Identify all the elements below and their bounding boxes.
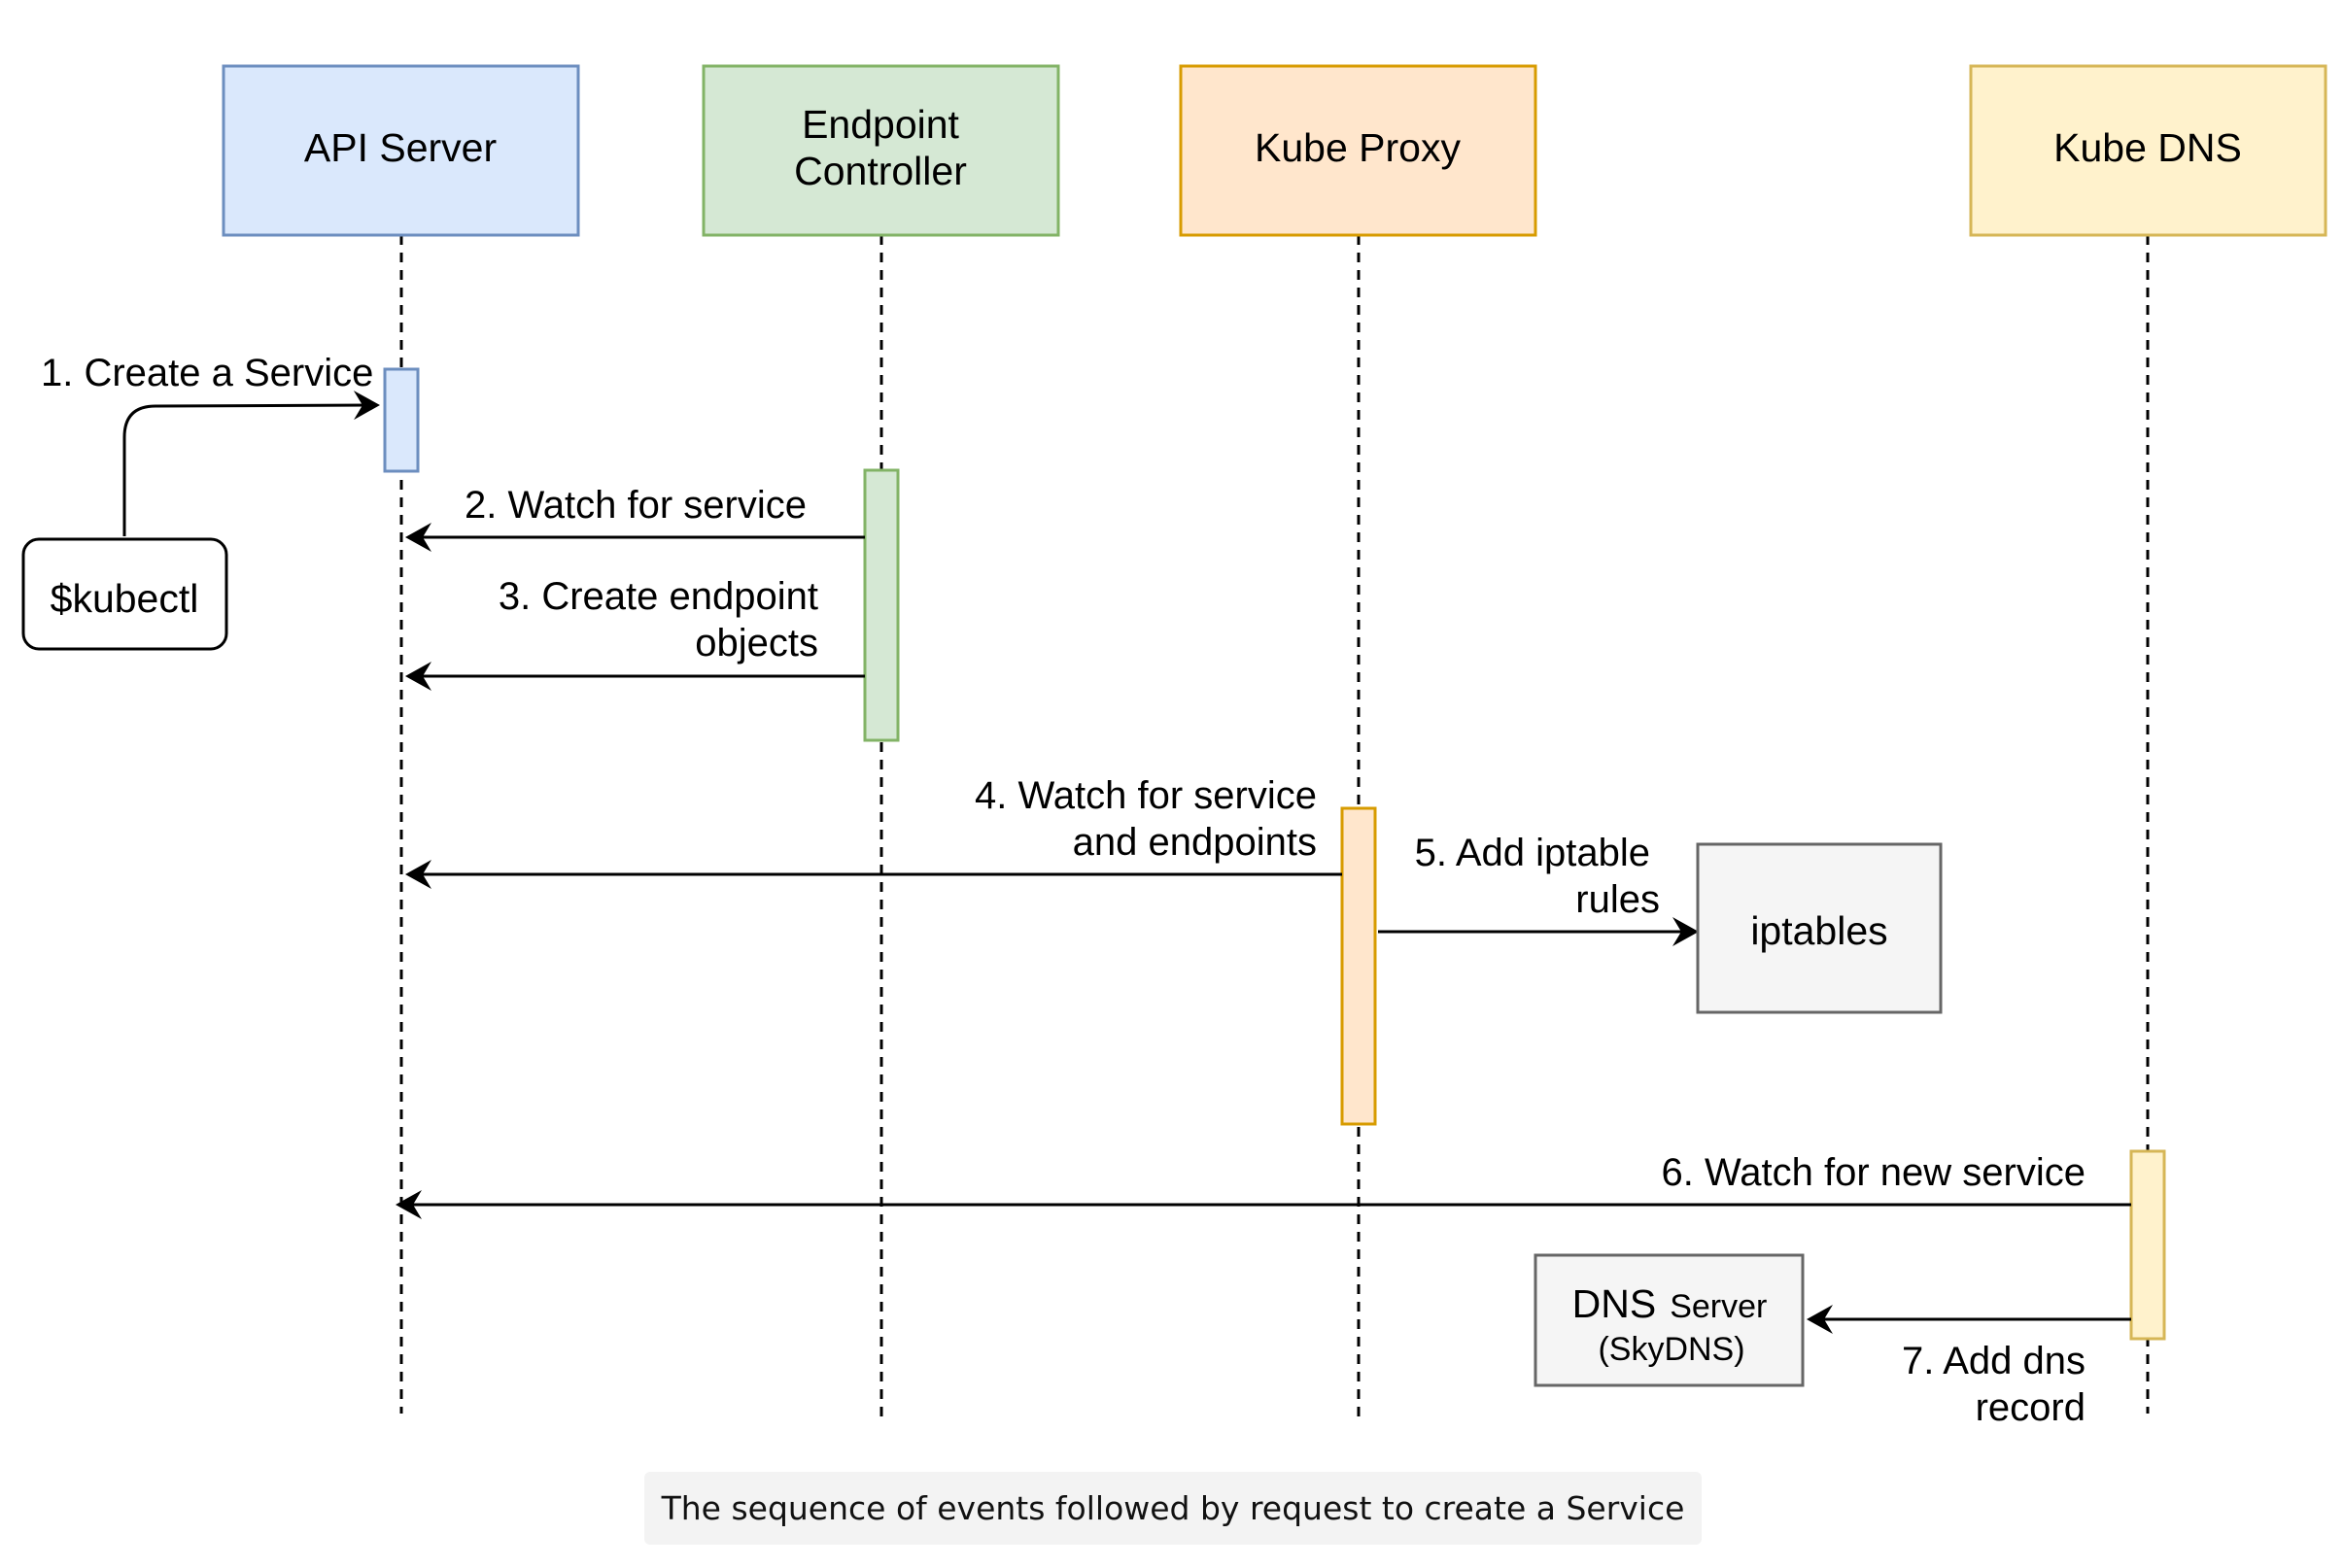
iptables-box: iptables bbox=[1696, 842, 1943, 1014]
activation-endpoint-controller bbox=[863, 468, 900, 742]
participant-endpoint-label-line2: Controller bbox=[794, 149, 967, 193]
activation-kube-proxy bbox=[1340, 806, 1377, 1126]
participant-kube-dns-label: Kube DNS bbox=[2053, 125, 2242, 170]
message-3-label-line1: 3. Create endpoint bbox=[499, 575, 818, 618]
message-6-label: 6. Watch for new service bbox=[1662, 1151, 2085, 1194]
activation-kube-dns bbox=[2129, 1149, 2166, 1341]
message-4-label-line2: and endpoints bbox=[1073, 821, 1317, 864]
message-7-label-line1: 7. Add dns bbox=[1902, 1340, 2085, 1382]
message-4-label-line1: 4. Watch for service bbox=[975, 774, 1317, 817]
iptables-label: iptables bbox=[1750, 908, 1887, 953]
participant-endpoint-label-line1: Endpoint bbox=[802, 102, 959, 147]
participant-api-server-label: API Server bbox=[304, 125, 497, 170]
message-1-label: 1. Create a Service bbox=[41, 352, 373, 394]
participant-kube-proxy-label: Kube Proxy bbox=[1255, 125, 1461, 170]
participant-kube-dns: Kube DNS bbox=[1969, 64, 2327, 237]
dns-server-label-small: Server bbox=[1670, 1288, 1767, 1325]
figure-caption: The sequence of events followed by reque… bbox=[644, 1472, 1702, 1545]
kubectl-actor: $kubectl bbox=[21, 537, 228, 651]
message-2-label: 2. Watch for service bbox=[465, 484, 807, 527]
participant-api-server: API Server bbox=[222, 64, 580, 237]
message-1-arrow bbox=[122, 391, 380, 536]
activation-api-server bbox=[383, 367, 420, 473]
participant-kube-proxy: Kube Proxy bbox=[1179, 64, 1537, 237]
message-5-label-line2: rules bbox=[1575, 878, 1660, 921]
dns-server-label: DNS Server bbox=[1572, 1281, 1768, 1326]
dns-server-box: DNS Server (SkyDNS) bbox=[1534, 1253, 1805, 1387]
kubectl-label: $kubectl bbox=[51, 576, 199, 621]
message-7-label-line2: record bbox=[1976, 1386, 2085, 1429]
participant-endpoint-controller: Endpoint Controller bbox=[702, 64, 1060, 237]
message-5-label-line1: 5. Add iptable bbox=[1415, 832, 1650, 874]
dns-server-sublabel: (SkyDNS) bbox=[1598, 1331, 1744, 1368]
dns-server-label-main: DNS bbox=[1572, 1281, 1657, 1326]
message-3-label-line2: objects bbox=[695, 622, 818, 665]
